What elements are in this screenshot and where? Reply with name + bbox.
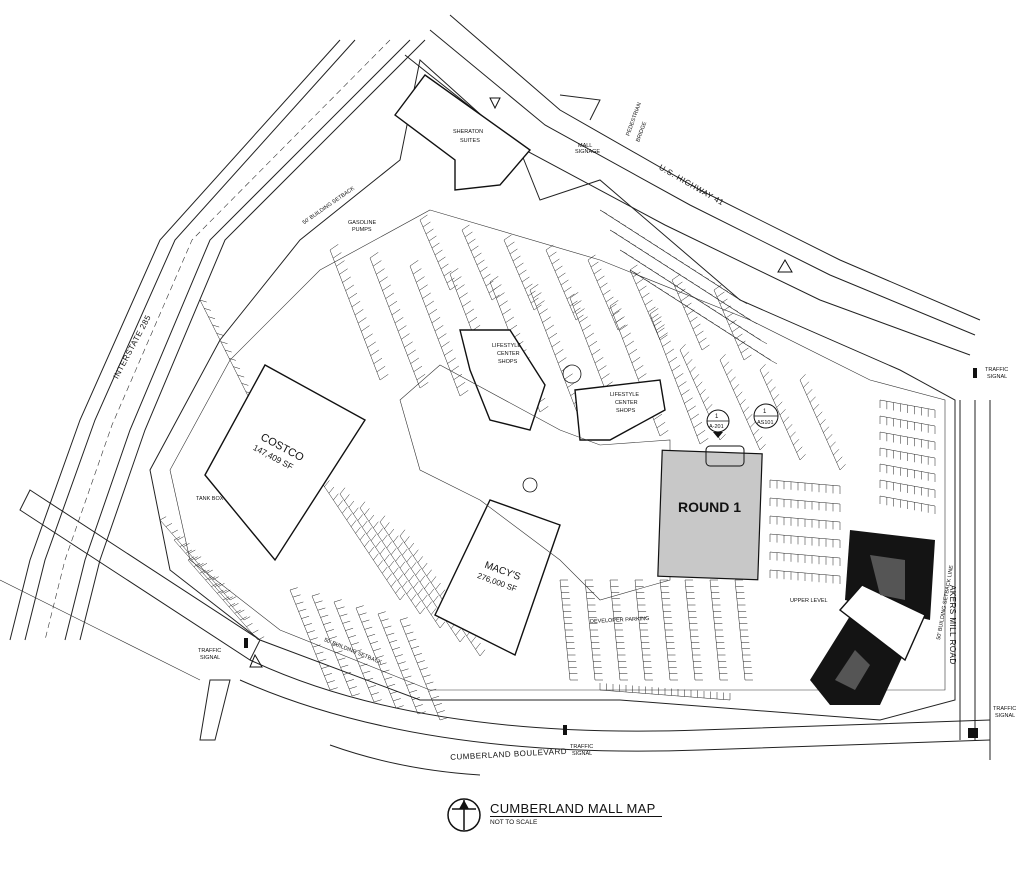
- lifestyle-west-label-3: SHOPS: [498, 359, 518, 365]
- lifestyle-center-west: [459, 329, 546, 431]
- interstate-label: INTERSTATE 285: [111, 313, 152, 380]
- lifestyle-west-label-2: CENTER: [497, 351, 520, 357]
- upper-level-label: UPPER LEVEL: [790, 598, 828, 604]
- hotel-building-east: [838, 584, 926, 662]
- callout-a201-num: 1: [715, 414, 719, 420]
- mall-signage-label-2: SIGNAGE: [575, 149, 600, 155]
- round1-label: ROUND 1: [678, 499, 741, 515]
- cumberland-boulevard: [239, 659, 991, 776]
- traffic-signal-w-icon: [244, 638, 248, 648]
- pedestrian-bridge-label-2: BRIDGE: [635, 121, 648, 143]
- traffic-signal-ne-2: SIGNAL: [987, 374, 1007, 380]
- dark-pad-hatch-n: [870, 555, 905, 600]
- north-arrow-icon: [447, 798, 481, 832]
- traffic-signal-s-1: TRAFFIC: [570, 744, 593, 750]
- round1-entrance-marker: [705, 445, 745, 467]
- triangle-marker-3: [249, 653, 263, 668]
- traffic-signal-s-2: SIGNAL: [572, 751, 592, 757]
- traffic-signal-ne-1: TRAFFIC: [985, 367, 1008, 373]
- callout-as101: 1 AS101: [753, 403, 779, 429]
- developer-parking-label: DEVELOPER PARKING: [590, 616, 650, 625]
- fountain: [562, 364, 582, 384]
- us-highway-label: U.S. HIGHWAY 41: [657, 163, 725, 208]
- triangle-marker-1: [489, 97, 501, 110]
- mall-core: [399, 364, 671, 601]
- lifestyle-east-label-1: LIFESTYLE: [610, 392, 639, 398]
- sheraton-label: SHERATON: [453, 129, 483, 135]
- sheraton-building: [394, 74, 532, 191]
- map-scale-note: NOT TO SCALE: [490, 819, 538, 826]
- round1-space: [657, 449, 763, 581]
- traffic-signal-se-2: SIGNAL: [995, 713, 1015, 719]
- cumberland-label: CUMBERLAND BOULEVARD: [450, 747, 567, 762]
- callout-as101-ref: AS101: [757, 420, 774, 426]
- map-caption: CUMBERLAND MALL MAP NOT TO SCALE: [446, 797, 666, 837]
- traffic-signal-w-1: TRAFFIC: [198, 648, 221, 654]
- akers-mill-road: [959, 400, 991, 760]
- lifestyle-west-label-1: LIFESTYLE: [492, 343, 521, 349]
- parking-stalls: [159, 209, 936, 721]
- overpass: [0, 489, 261, 741]
- site-boundary: [149, 59, 956, 721]
- inner-ring-road: [169, 209, 946, 691]
- akers-mill-label: AKERS MILL ROAD: [948, 585, 957, 665]
- traffic-signal-se-1: TRAFFIC: [993, 706, 1016, 712]
- macys-building: [434, 499, 561, 656]
- traffic-signal-ne-icon: [973, 368, 977, 378]
- lifestyle-east-label-3: SHOPS: [616, 408, 636, 414]
- tank-box-label: TANK BOX: [196, 496, 224, 502]
- callout-a201-ref: A-201: [709, 424, 724, 430]
- gasoline-label-1: GASOLINE: [348, 220, 376, 226]
- costco-building: [204, 364, 366, 562]
- dark-pad-hatch-s: [835, 650, 870, 690]
- mall-signage-label-1: MALL: [578, 143, 592, 149]
- callout-as101-num: 1: [763, 409, 767, 415]
- triangle-marker-2: [777, 259, 793, 273]
- traffic-signal-s-icon: [563, 725, 567, 735]
- interstate-285: [9, 39, 426, 641]
- sheraton-label-2: SUITES: [460, 138, 480, 144]
- lifestyle-east-label-2: CENTER: [615, 400, 638, 406]
- gasoline-label-2: PUMPS: [352, 227, 372, 233]
- traffic-signal-se-icon: [968, 728, 978, 738]
- callout-a201: 1 A-201: [706, 409, 730, 438]
- planter: [522, 477, 538, 493]
- setback-s-label: 50' BUILDING SETBACK: [323, 637, 383, 666]
- traffic-signal-w-2: SIGNAL: [200, 655, 220, 661]
- lifestyle-center-east: [574, 379, 666, 441]
- map-title: CUMBERLAND MALL MAP: [490, 801, 662, 817]
